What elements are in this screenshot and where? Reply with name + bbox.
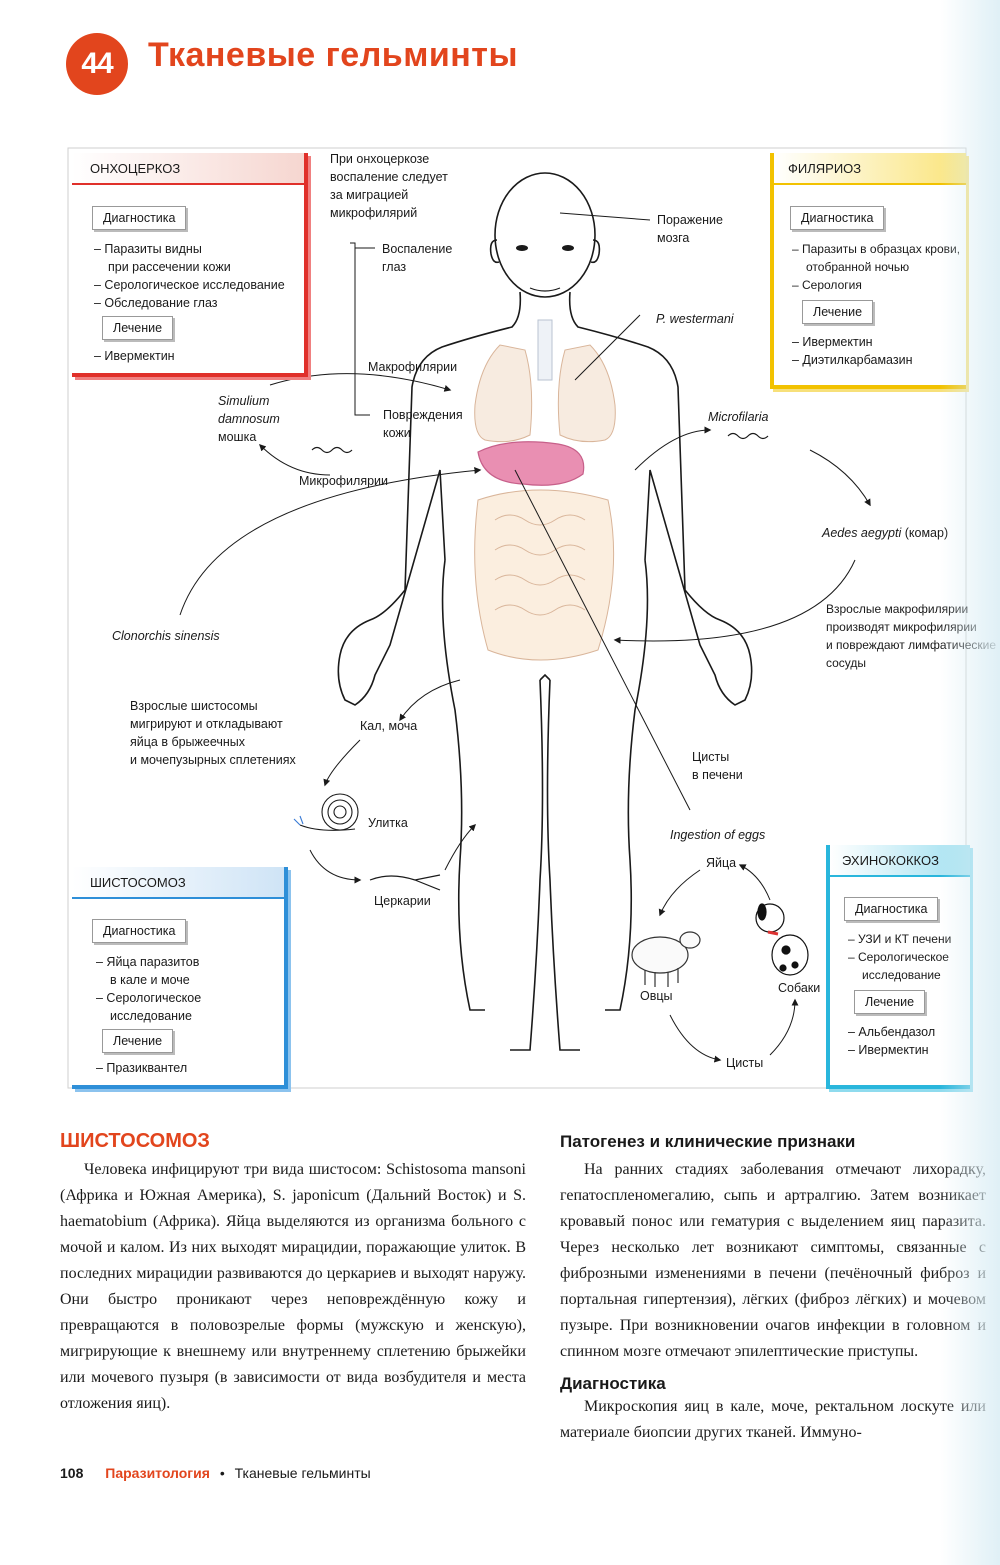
to-snail-arrow — [323, 739, 361, 787]
schistosomiasis-title: ШИСТОСОМОЗ — [90, 875, 186, 890]
echino-diagnostics-label: Диагностика — [844, 897, 939, 921]
schisto-diagnostics-label: Диагностика — [92, 919, 187, 943]
chapter-title: Тканевые гельминты — [148, 36, 518, 74]
sheep-label: Овцы — [640, 989, 673, 1003]
aedes-label: Aedes aegypti (комар) — [822, 526, 949, 540]
echino-treatment-label: Лечение — [854, 990, 926, 1014]
echinococcus-title: ЭХИНОКОККОЗ — [842, 853, 939, 868]
simulium-label: Simulium damnosum мошка — [218, 394, 280, 444]
filariasis-treatment-list: – Ивермектин – Диэтилкарбамазин — [792, 335, 913, 367]
schisto-section-text: Человека инфицируют три вида шистосом: S… — [60, 1161, 526, 1412]
aedes-arrow — [809, 449, 871, 507]
patho-section-text: На ранних стадиях заболевания отмечают л… — [560, 1161, 986, 1360]
oncho-treatment-list: – Ивермектин — [94, 349, 175, 363]
sheep-to-cysts-arrow — [669, 1014, 722, 1063]
microfilaria-worm-icon — [311, 446, 353, 454]
page-footer: 108 Паразитология • Тканевые гельминты — [60, 1465, 371, 1481]
adult-macro-arrow — [613, 559, 856, 644]
footer-bullet: • — [219, 1465, 225, 1481]
page-number: 108 — [60, 1465, 84, 1481]
onchocerciasis-title: ОНХОЦЕРКОЗ — [90, 161, 181, 176]
diag-section-title: Диагностика — [560, 1374, 666, 1393]
microfilariae-label: Микрофилярии — [299, 474, 389, 488]
schisto-section-title: ШИСТОСОМОЗ — [60, 1130, 210, 1152]
onchocerciasis-box: ОНХОЦЕРКОЗ Диагностика – Паразиты видны … — [72, 153, 308, 377]
snail-label: Улитка — [368, 816, 408, 830]
adult-schistosomes-label: Взрослые шистосомы мигрируют и откладыва… — [130, 699, 296, 767]
cysts-label: Цисты — [726, 1056, 764, 1070]
footer-section: Паразитология — [105, 1465, 210, 1481]
cercariae-label: Церкарии — [374, 894, 431, 908]
schisto-diagnostics-list: – Яйца паразитов в кале и моче – Серолог… — [96, 955, 202, 1023]
brain-leader-line — [559, 212, 651, 221]
macrofilariae-arrow — [269, 373, 452, 392]
schisto-treatment-label: Лечение — [102, 1029, 174, 1053]
brain-damage-label: Поражение мозга — [657, 213, 723, 245]
internal-organs-icon — [474, 319, 616, 661]
skin-damage-label: Повреждения кожи — [383, 408, 463, 440]
dogs-to-eggs-arrow — [738, 864, 771, 901]
filariasis-diagnostics-list: – Паразиты в образцах крови, отобранной … — [792, 242, 961, 292]
oncho-diagnostics-label: Диагностика — [92, 206, 187, 230]
eye-inflammation-label: Воспаление глаз — [382, 242, 453, 274]
microfilaria-worm-icon-2 — [727, 432, 769, 440]
schisto-egg-arrow — [399, 679, 461, 722]
schistosomiasis-box: ШИСТОСОМОЗ Диагностика – Яйца паразитов … — [72, 867, 288, 1089]
footer-chapter: Тканевые гельминты — [234, 1465, 371, 1481]
chapter-number-badge: 44 — [66, 33, 128, 95]
echino-treatment-list: – Альбендазол – Ивермектин — [848, 1025, 936, 1057]
macrofilariae-label: Макрофилярии — [368, 360, 458, 374]
sheep-icon — [631, 931, 701, 987]
filariasis-title: ФИЛЯРИОЗ — [788, 161, 862, 176]
oncho-note-label: При онхоцеркозе воспаление следует за ми… — [330, 152, 448, 220]
liver-cyst-leader-line — [514, 469, 691, 811]
dogs-label: Собаки — [778, 981, 821, 995]
clonorchis-arrow — [179, 467, 482, 616]
microfilaria-label: Microfilaria — [708, 410, 769, 424]
human-body-icon — [337, 172, 753, 1051]
liver-cysts-label: Цисты в печени — [692, 750, 743, 782]
p-westermani-label: P. westermani — [656, 312, 734, 326]
cercaria-icon — [369, 874, 441, 891]
cercariae-to-human-arrow — [444, 824, 476, 871]
face-icon — [516, 245, 574, 292]
filariasis-diagnostics-label: Диагностика — [790, 206, 885, 230]
feces-urine-label: Кал, моча — [360, 719, 418, 733]
filariasis-treatment-label: Лечение — [802, 300, 874, 324]
echino-diagnostics-list: – УЗИ и КТ печени – Серологическое иссле… — [848, 932, 952, 982]
parasite-lifecycle-diagram — [67, 147, 967, 1089]
oncho-diagnostics-list: – Паразиты видны при рассечении кожи – С… — [94, 242, 285, 310]
clonorchis-label: Clonorchis sinensis — [112, 629, 220, 643]
oncho-bracket-line — [350, 242, 370, 416]
ingestion-label: Ingestion of eggs — [670, 828, 766, 842]
microfilariae-arrow — [259, 444, 331, 476]
schisto-treatment-list: – Празиквантел — [96, 1061, 188, 1075]
page-edge-shadow — [940, 0, 1000, 1565]
lung-leader-line — [574, 314, 641, 381]
snail-icon — [293, 793, 359, 831]
to-cercariae-arrow — [309, 849, 362, 884]
microfilaria-arrow — [634, 426, 712, 471]
patho-section-title: Патогенез и клинические признаки — [560, 1132, 856, 1151]
oncho-treatment-label: Лечение — [102, 316, 174, 340]
diag-section-text: Микроскопия яиц в кале, моче, ректальном… — [560, 1398, 986, 1441]
filariasis-box: ФИЛЯРИОЗ Диагностика – Паразиты в образц… — [770, 153, 966, 389]
cysts-to-dogs-arrow — [769, 998, 799, 1056]
dog-icon — [755, 903, 809, 976]
eggs-to-sheep-arrow — [658, 869, 701, 917]
eggs-label: Яйца — [706, 856, 737, 870]
